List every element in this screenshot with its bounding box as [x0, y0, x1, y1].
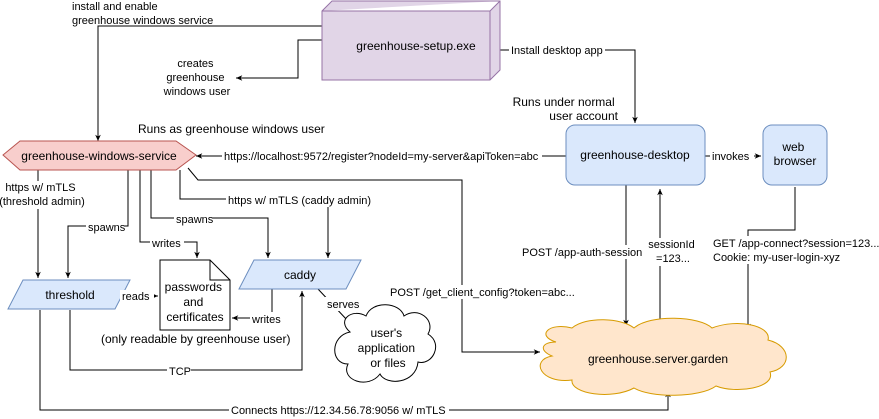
annotation-runs-under-line: Runs under normal — [513, 95, 615, 109]
edge-label-invokes: invokes — [712, 151, 750, 163]
edge-get-connect — [745, 187, 796, 330]
passwords-shape — [159, 259, 231, 331]
edge-label-get-connect-line: Cookie: my-user-login-xyz — [713, 252, 840, 264]
edge-label-https-threshold-line: https w/ mTLS — [5, 182, 75, 194]
edge-label-bg — [226, 193, 372, 207]
edge-label-bg — [710, 149, 754, 163]
web-browser-label-line: web — [781, 140, 804, 154]
edge-install-service — [95, 25, 322, 141]
server-label: greenhouse.server.garden — [588, 352, 728, 366]
edge-label-post-config: POST /get_client_config?token=abc... — [390, 287, 575, 299]
web-browser-shape — [762, 124, 828, 186]
edge-label-session-id-line: sessionId — [648, 239, 694, 251]
user-files-label-line: or files — [370, 356, 405, 370]
edge-label-session-id: sessionId =123... — [648, 239, 698, 265]
edge-label-https-caddy: https w/ mTLS (caddy admin) — [228, 195, 371, 207]
web-browser-node: web browser — [762, 124, 828, 186]
threshold-node: threshold — [7, 279, 131, 310]
edge-label-reads: reads — [122, 291, 150, 303]
threshold-shape — [7, 279, 131, 310]
user-files-label-line: user's — [371, 326, 403, 340]
annotation-install-enable-line: greenhouse windows service — [72, 15, 213, 27]
edge-label-bg — [647, 238, 699, 266]
edge-label-bg — [222, 149, 542, 163]
edge-label-bg — [711, 236, 879, 264]
user-files-label: user's application or files — [358, 326, 419, 370]
caddy-shape — [238, 259, 362, 290]
desktop-label: greenhouse-desktop — [580, 148, 690, 162]
desktop-shape — [565, 124, 706, 186]
edge-label-bg — [509, 43, 605, 57]
edge-label-get-connect-line: GET /app-connect?session=123... — [713, 238, 879, 250]
edge-label-connects: Connects https://12.34.56.78:9056 w/ mTL… — [231, 405, 446, 417]
desktop-node: greenhouse-desktop — [565, 124, 706, 186]
server-node: greenhouse.server.garden — [539, 317, 787, 396]
edge-creates-user — [236, 39, 322, 81]
annotation-only-readable: (only readable by greenhouse user) — [101, 332, 290, 346]
user-files-node: user's application or files — [334, 304, 437, 383]
edge-label-bg — [325, 297, 363, 311]
edge-label-serves: serves — [327, 299, 360, 311]
edge-label-bg — [150, 236, 184, 250]
passwords-node: passwords and certificates — [159, 259, 231, 331]
edge-label-https-threshold-line: (threshold admin) — [0, 196, 85, 208]
edge-label-get-connect: GET /app-connect?session=123... Cookie: … — [713, 238, 879, 264]
edge-label-bg — [229, 403, 449, 417]
annotation-creates-user-line: creates — [177, 58, 214, 70]
edge-label-bg — [167, 364, 191, 378]
passwords-label-line: passwords — [165, 280, 222, 294]
setup-exe-label: greenhouse-setup.exe — [356, 39, 476, 53]
windows-service-label: greenhouse-windows-service — [21, 149, 177, 163]
edge-label-bg — [174, 212, 212, 226]
annotation-creates-user-line: windows user — [163, 86, 231, 98]
edge-label-spawns-threshold: spawns — [88, 222, 126, 234]
annotation-runs-under: Runs under normal user account — [513, 95, 619, 123]
edge-label-bg — [388, 285, 578, 299]
edge-label-tcp: TCP — [169, 366, 191, 378]
user-files-label-line: application — [358, 341, 415, 355]
edge-label-bg — [86, 220, 124, 234]
annotation-runs-under-line: user account — [549, 109, 618, 123]
edge-label-bg — [120, 290, 154, 304]
user-files-cloud-shape — [334, 304, 437, 383]
threshold-label: threshold — [45, 288, 94, 302]
edge-label-writes-caddy: writes — [251, 314, 281, 326]
edge-post-config — [187, 167, 540, 355]
windows-service-shape — [2, 140, 197, 171]
annotation-install-enable-line: install and enable — [72, 1, 158, 13]
annotation-creates-user-line: greenhouse — [166, 72, 224, 84]
annotation-install-enable: install and enable greenhouse windows se… — [72, 1, 213, 27]
edge-label-https-threshold: https w/ mTLS (threshold admin) — [0, 182, 85, 208]
edge-label-install-desktop: Install desktop app — [511, 45, 603, 57]
edge-label-writes-passwords: writes — [151, 238, 181, 250]
edge-label-bg — [520, 245, 644, 259]
server-cloud-shape — [539, 317, 787, 396]
setup-exe-shape — [321, 0, 501, 81]
edge-label-post-auth: POST /app-auth-session — [522, 247, 642, 259]
edge-label-bg — [250, 312, 284, 326]
edge-label-bg — [8, 181, 88, 209]
passwords-label-line: certificates — [166, 310, 223, 324]
annotations: install and enable greenhouse windows se… — [72, 1, 619, 346]
passwords-label: passwords and certificates — [165, 280, 226, 324]
edge-label-session-id-line: =123... — [656, 253, 690, 265]
annotation-creates-user: creates greenhouse windows user — [163, 58, 231, 98]
web-browser-label-line: browser — [774, 154, 817, 168]
windows-service-node: greenhouse-windows-service — [2, 140, 197, 171]
caddy-label: caddy — [284, 268, 316, 282]
passwords-label-line: and — [183, 295, 203, 309]
web-browser-label: web browser — [774, 140, 817, 168]
setup-exe-node: greenhouse-setup.exe — [321, 0, 501, 81]
caddy-node: caddy — [238, 259, 362, 290]
edge-label-register: https://localhost:9572/register?nodeId=m… — [224, 151, 539, 163]
annotation-runs-as: Runs as greenhouse windows user — [138, 122, 325, 136]
edge-label-spawns-caddy: spawns — [176, 214, 214, 226]
edge-labels: Install desktop app https://localhost:95… — [0, 43, 879, 417]
